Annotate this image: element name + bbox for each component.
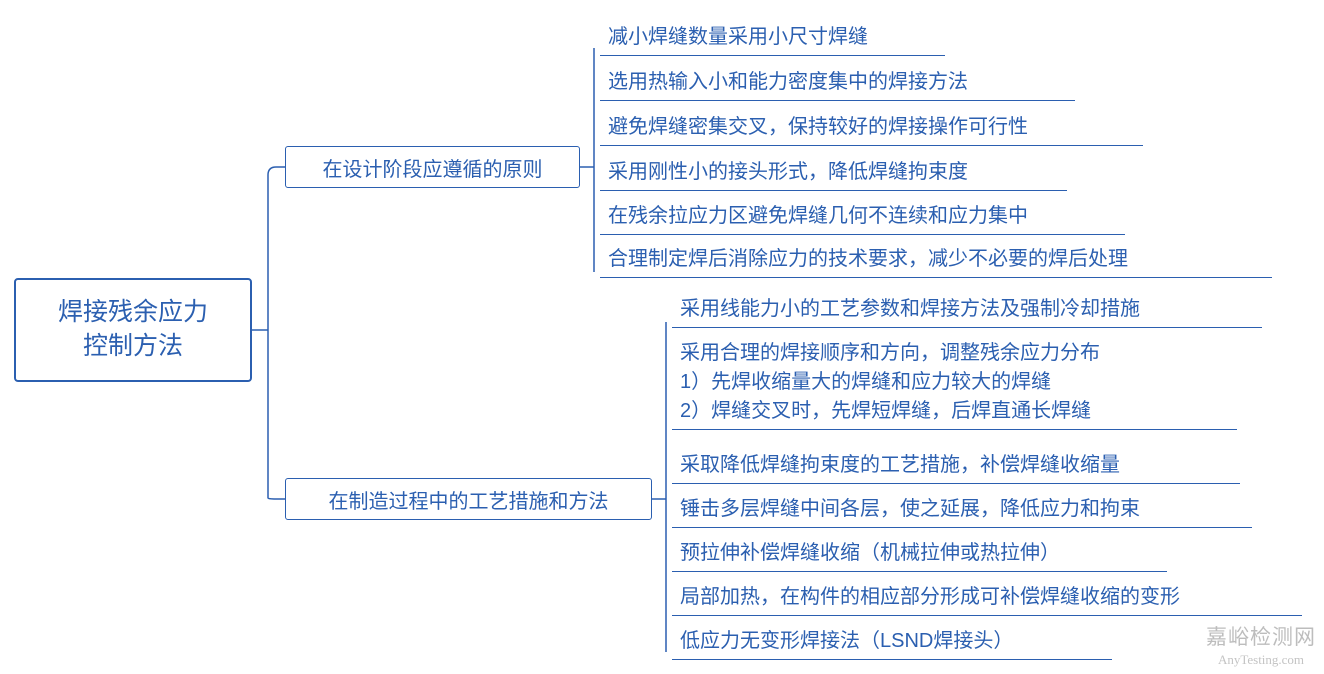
watermark-cn: 嘉峪检测网 xyxy=(1206,625,1316,649)
leaf-manufacture-7[interactable]: 低应力无变形焊接法（LSND焊接头） xyxy=(672,624,1112,660)
watermark-en: AnyTesting.com xyxy=(1217,652,1305,667)
leaf-manufacture-6[interactable]: 局部加热，在构件的相应部分形成可补偿焊缝收缩的变形 xyxy=(672,580,1302,616)
leaf-design-3[interactable]: 避免焊缝密集交叉，保持较好的焊接操作可行性 xyxy=(600,110,1143,146)
leaf-design-2[interactable]: 选用热输入小和能力密度集中的焊接方法 xyxy=(600,65,1075,101)
branch-node-design-label: 在设计阶段应遵循的原则 xyxy=(322,158,543,181)
root-node-label: 焊接残余应力 控制方法 xyxy=(57,298,208,360)
leaf-design-5[interactable]: 在残余拉应力区避免焊缝几何不连续和应力集中 xyxy=(600,199,1125,235)
leaf-manufacture-5[interactable]: 预拉伸补偿焊缝收缩（机械拉伸或热拉伸） xyxy=(672,536,1167,572)
watermark: 嘉峪检测网 AnyTesting.com xyxy=(1206,621,1316,668)
leaf-manufacture-1[interactable]: 采用线能力小的工艺参数和焊接方法及强制冷却措施 xyxy=(672,292,1262,328)
leaf-design-4[interactable]: 采用刚性小的接头形式，降低焊缝拘束度 xyxy=(600,155,1067,191)
leaf-manufacture-3[interactable]: 采取降低焊缝拘束度的工艺措施，补偿焊缝收缩量 xyxy=(672,448,1240,484)
root-node[interactable]: 焊接残余应力 控制方法 xyxy=(14,278,252,382)
branch-node-design[interactable]: 在设计阶段应遵循的原则 xyxy=(285,146,580,188)
leaf-manufacture-2[interactable]: 采用合理的焊接顺序和方向，调整残余应力分布 1）先焊收缩量大的焊缝和应力较大的焊… xyxy=(672,337,1237,430)
branch-node-manufacture-label: 在制造过程中的工艺措施和方法 xyxy=(328,490,609,513)
leaf-design-1[interactable]: 减小焊缝数量采用小尺寸焊缝 xyxy=(600,20,945,56)
leaf-manufacture-4[interactable]: 锤击多层焊缝中间各层，使之延展，降低应力和拘束 xyxy=(672,492,1252,528)
branch-node-manufacture[interactable]: 在制造过程中的工艺措施和方法 xyxy=(285,478,652,520)
leaf-design-6[interactable]: 合理制定焊后消除应力的技术要求，减少不必要的焊后处理 xyxy=(600,242,1272,278)
